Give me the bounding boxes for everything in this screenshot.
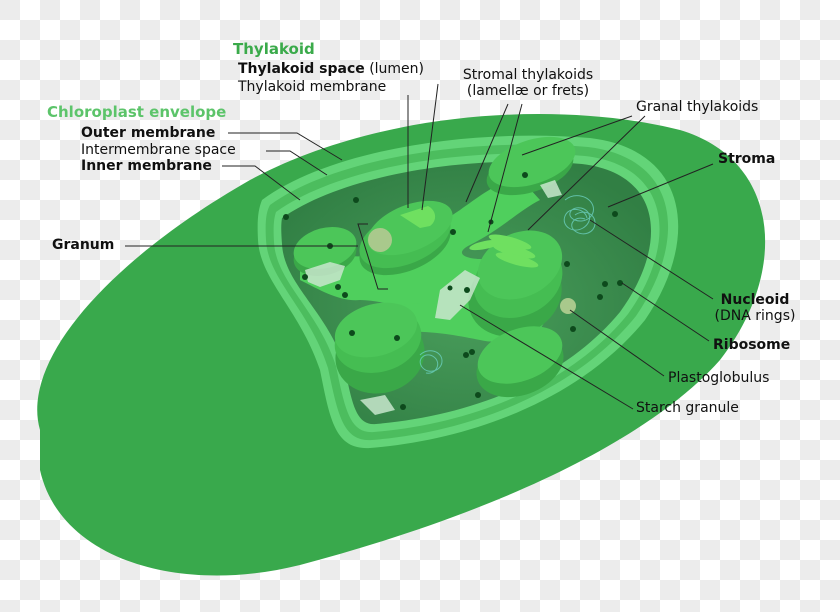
starch-granule-label: Starch granule (636, 400, 739, 416)
stroma-label: Stroma (718, 151, 776, 167)
stromal-thylakoids-subtitle: (lamellæ or frets) (466, 83, 590, 99)
thylakoid-heading: Thylakoid (233, 40, 315, 58)
thylakoid-space-paren: (lumen) (369, 61, 424, 77)
chloroplast-envelope-heading: Chloroplast envelope (47, 103, 227, 121)
ribosomes (283, 172, 623, 410)
nucleoid-title: Nucleoid (720, 292, 790, 308)
stromal-thylakoids-title: Stromal thylakoids (462, 67, 594, 83)
inner-membrane-label: Inner membrane (81, 158, 212, 174)
granum-top-left (359, 200, 453, 276)
ribosome-label: Ribosome (713, 337, 791, 353)
nucleoid-dna (419, 195, 596, 374)
intermembrane-space-label: Intermembrane space (81, 142, 236, 158)
outer-membrane-label: Outer membrane (81, 125, 216, 141)
nucleoid-label: Nucleoid (DNA rings) (710, 292, 800, 324)
leader-lines (125, 83, 714, 410)
stromal-thylakoids-label: Stromal thylakoids (lamellæ or frets) (453, 67, 603, 99)
thylakoid-membrane-label: Thylakoid membrane (238, 79, 387, 95)
starch-granules (305, 180, 562, 415)
granum-bottom-right (476, 326, 564, 398)
granal-thylakoids-label: Granal thylakoids (636, 99, 759, 115)
granum-bottom-left (334, 302, 425, 394)
plastoglobulus-label: Plastoglobulus (668, 370, 770, 386)
granum-center-right (468, 230, 563, 337)
granum-label: Granum (52, 237, 115, 253)
thylakoid-space-bold: Thylakoid space (238, 61, 365, 77)
plastoglobulus (560, 298, 576, 314)
thylakoid-space-label: Thylakoid space (lumen) (238, 61, 424, 77)
nucleoid-subtitle: (DNA rings) (714, 308, 796, 324)
